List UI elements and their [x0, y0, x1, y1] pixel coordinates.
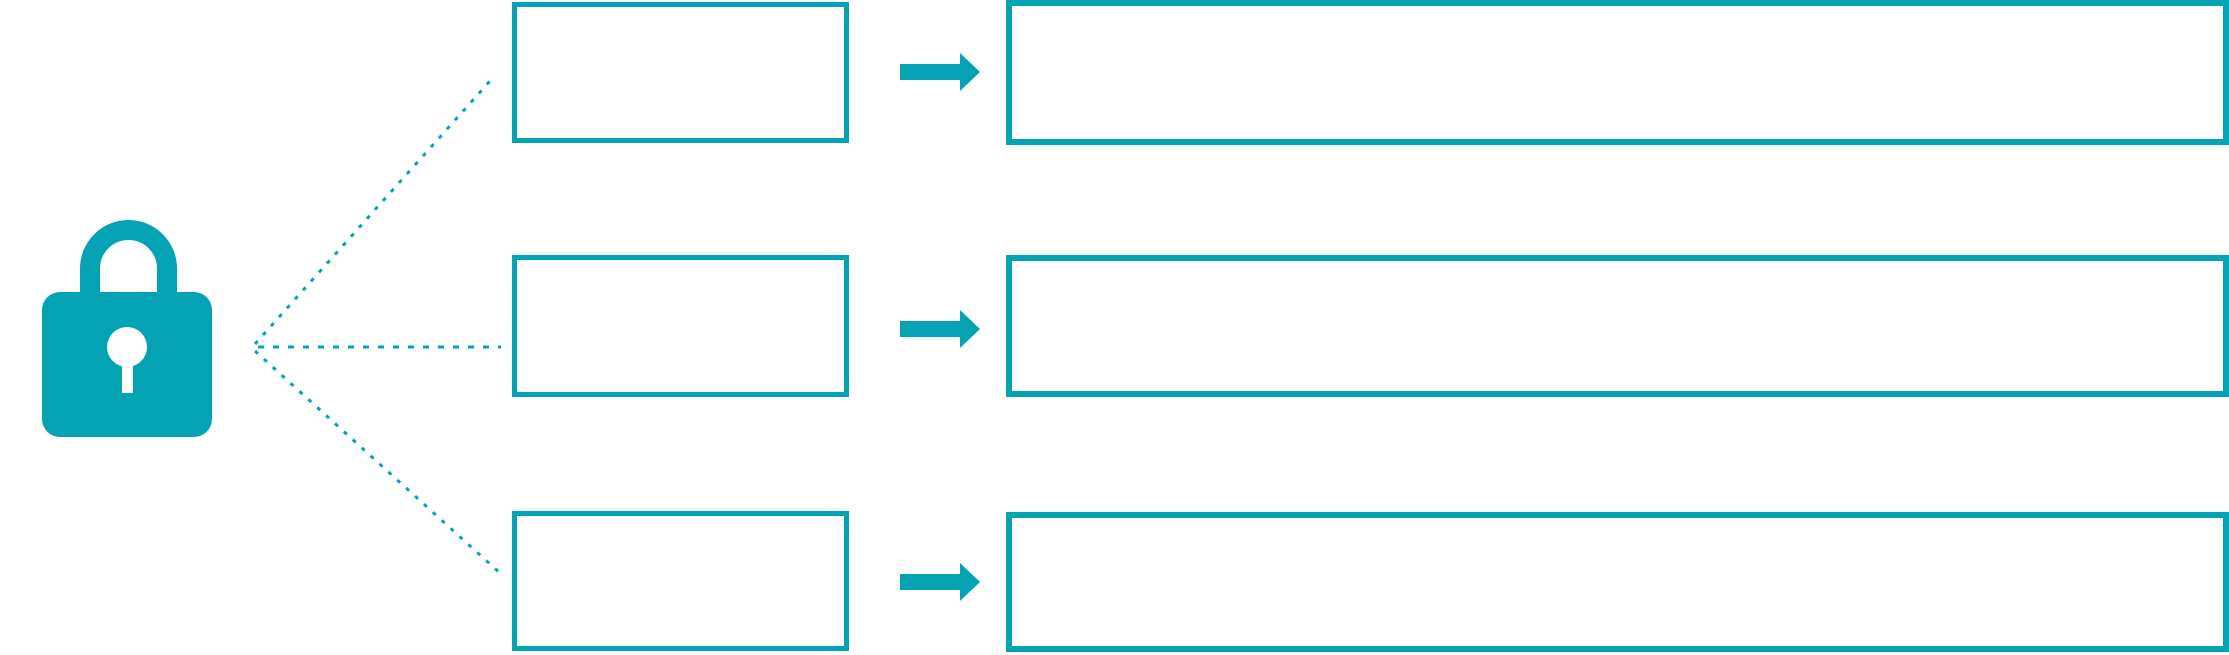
keyhole-stem: [122, 350, 133, 393]
arrow-right-icon-3: [900, 563, 980, 601]
arrow-right-icon-2: [900, 310, 980, 348]
label-box-1: [512, 2, 849, 143]
label-box-3: [512, 511, 849, 651]
description-box-1: [1006, 0, 2229, 145]
lock-icon: [42, 220, 212, 437]
lock-shackle: [80, 220, 177, 296]
connector-line-top: [253, 80, 492, 345]
description-box-3: [1006, 512, 2229, 652]
arrow-right-icon-1: [900, 53, 980, 91]
label-box-2: [512, 255, 849, 397]
connector-line-bottom: [253, 349, 503, 576]
description-box-2: [1006, 255, 2229, 397]
keyhole-circle: [107, 327, 147, 367]
